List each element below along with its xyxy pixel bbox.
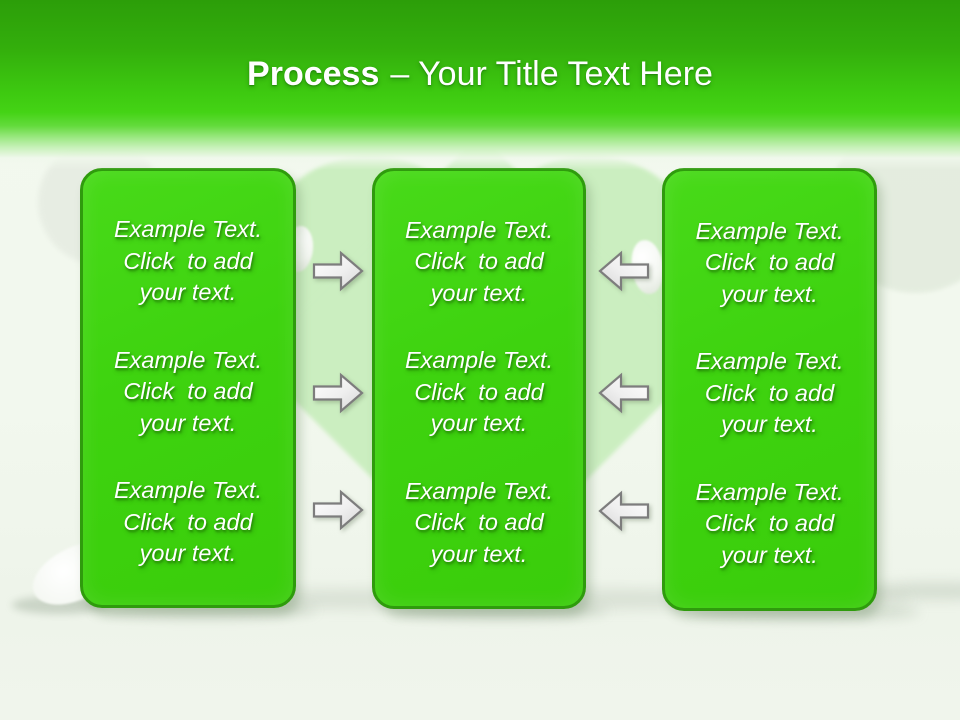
- flow-arrow-left-icon: [598, 490, 650, 532]
- slide-title[interactable]: Process – Your Title Text Here: [0, 54, 960, 94]
- process-box-right[interactable]: Example Text. Click to add your text. Ex…: [662, 168, 877, 611]
- slide-title-rest: – Your Title Text Here: [390, 55, 713, 93]
- text-placeholder[interactable]: Example Text. Click to add your text.: [695, 478, 844, 568]
- slide-title-bold: Process: [247, 55, 380, 93]
- flow-arrow-left-icon: [598, 250, 650, 292]
- text-placeholder[interactable]: Example Text. Click to add your text.: [113, 216, 263, 306]
- process-box-left[interactable]: Example Text. Click to add your text. Ex…: [80, 168, 296, 608]
- flow-arrow-left-icon: [598, 372, 650, 414]
- text-placeholder[interactable]: Example Text. Click to add your text.: [113, 477, 263, 567]
- text-placeholder[interactable]: Example Text. Click to add your text.: [113, 346, 263, 436]
- text-placeholder[interactable]: Example Text. Click to add your text.: [404, 477, 554, 567]
- text-placeholder[interactable]: Example Text. Click to add your text.: [695, 217, 844, 307]
- flow-arrow-right-icon: [312, 489, 364, 531]
- text-placeholder[interactable]: Example Text. Click to add your text.: [404, 347, 554, 437]
- text-placeholder[interactable]: Example Text. Click to add your text.: [695, 348, 844, 438]
- process-box-center[interactable]: Example Text. Click to add your text. Ex…: [372, 168, 586, 609]
- flow-arrow-right-icon: [312, 372, 364, 414]
- text-placeholder[interactable]: Example Text. Click to add your text.: [404, 216, 554, 306]
- flow-arrow-right-icon: [312, 250, 364, 292]
